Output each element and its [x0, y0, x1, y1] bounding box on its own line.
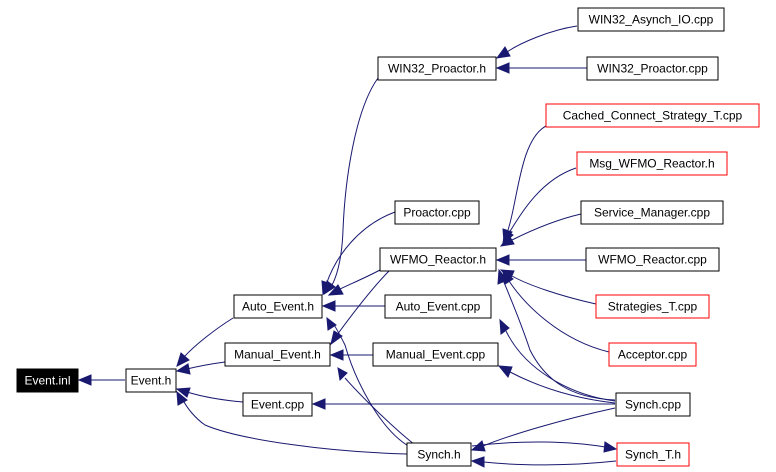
node-label: Synch_T.h	[625, 448, 681, 462]
node-strategies-t-cpp[interactable]: Strategies_T.cpp	[595, 294, 710, 319]
node-label: Event.h	[131, 374, 172, 388]
node-wfmo-reactor-cpp[interactable]: WFMO_Reactor.cpp	[585, 247, 720, 272]
node-label: Manual_Event.h	[234, 348, 321, 362]
node-cached-connect-strategy-t-cpp[interactable]: Cached_Connect_Strategy_T.cpp	[545, 103, 760, 128]
edge-win32-asynch-io-cpp-to-win32-proactor-h	[495, 25, 578, 59]
edge-service-manager-cpp-to-wfmo-reactor-h	[499, 213, 582, 247]
node-acceptor-cpp[interactable]: Acceptor.cpp	[608, 342, 697, 367]
node-wfmo-reactor-h[interactable]: WFMO_Reactor.h	[379, 247, 497, 272]
edge-manual-event-cpp-to-manual-event-h	[329, 349, 373, 361]
node-label: Service_Manager.cpp	[594, 206, 710, 220]
node-label: Auto_Event.cpp	[396, 300, 481, 314]
edge-synch-cpp-to-wfmo-reactor-h	[497, 268, 616, 401]
edge-synch-cpp-to-synch-h	[470, 407, 616, 452]
node-manual-event-cpp[interactable]: Manual_Event.cpp	[372, 342, 499, 367]
node-label: Cached_Connect_Strategy_T.cpp	[563, 109, 743, 123]
node-win32-proactor-h[interactable]: WIN32_Proactor.h	[377, 56, 497, 81]
node-msg-wfmo-reactor-h[interactable]: Msg_WFMO_Reactor.h	[576, 151, 728, 176]
node-label: Auto_Event.h	[242, 300, 314, 314]
node-label: WFMO_Reactor.h	[390, 253, 486, 267]
edge-synch-h-to-synch-t-h	[471, 441, 618, 453]
node-service-manager-cpp[interactable]: Service_Manager.cpp	[580, 200, 724, 225]
node-label: Proactor.cpp	[403, 206, 471, 220]
edge-synch-t-h-to-synch-h	[470, 456, 617, 468]
node-event-h[interactable]: Event.h	[125, 368, 177, 393]
edge-synch-cpp-to-auto-event-cpp	[499, 318, 616, 402]
edge-wfmo-reactor-h-to-manual-event-h	[330, 269, 391, 346]
node-synch-h[interactable]: Synch.h	[406, 442, 472, 467]
node-label: Acceptor.cpp	[618, 348, 688, 362]
edge-win32-proactor-cpp-to-win32-proactor-h	[495, 62, 587, 74]
edge-synch-cpp-to-manual-event-cpp	[497, 365, 616, 404]
node-synch-cpp[interactable]: Synch.cpp	[615, 392, 691, 417]
edge-strategies-t-cpp-to-wfmo-reactor-h	[499, 269, 597, 305]
node-label: Manual_Event.cpp	[386, 348, 486, 362]
nodes: Event.inl Event.h Auto_Event.h Manual_Ev…	[16, 7, 760, 467]
node-label: Event.inl	[24, 374, 70, 388]
edge-acceptor-cpp-to-wfmo-reactor-h	[502, 269, 610, 353]
edge-synch-h-to-manual-event-h	[337, 367, 416, 446]
node-auto-event-cpp[interactable]: Auto_Event.cpp	[384, 294, 492, 319]
node-label: WIN32_Proactor.cpp	[597, 62, 708, 76]
node-label: Event.cpp	[251, 398, 305, 412]
node-win32-asynch-io-cpp[interactable]: WIN32_Asynch_IO.cpp	[577, 7, 725, 32]
node-label: WFMO_Reactor.cpp	[598, 253, 707, 267]
edge-event-h-to-event-inl	[77, 374, 125, 386]
node-synch-t-h[interactable]: Synch_T.h	[616, 442, 690, 467]
edge-manual-event-h-to-event-h	[175, 361, 226, 375]
edge-synch-cpp-to-event-cpp	[311, 398, 615, 410]
node-label: WIN32_Asynch_IO.cpp	[589, 13, 714, 27]
edges	[77, 25, 618, 468]
node-event-cpp[interactable]: Event.cpp	[242, 392, 313, 417]
node-label: Msg_WFMO_Reactor.h	[589, 157, 714, 171]
edge-event-cpp-to-event-h	[175, 387, 244, 403]
node-manual-event-h[interactable]: Manual_Event.h	[224, 342, 331, 367]
edge-synch-h-to-auto-event-h	[326, 316, 411, 448]
node-label: Strategies_T.cpp	[608, 300, 698, 314]
node-event-inl[interactable]: Event.inl	[16, 368, 79, 393]
edge-auto-event-cpp-to-auto-event-h	[321, 300, 385, 312]
edge-win32-proactor-h-to-auto-event-h	[323, 77, 379, 296]
node-auto-event-h[interactable]: Auto_Event.h	[233, 294, 323, 319]
node-label: Synch.cpp	[625, 398, 681, 412]
node-label: WIN32_Proactor.h	[388, 62, 486, 76]
node-win32-proactor-cpp[interactable]: WIN32_Proactor.cpp	[586, 56, 719, 81]
edge-wfmo-reactor-h-to-auto-event-h	[327, 269, 381, 296]
edge-wfmo-reactor-cpp-to-wfmo-reactor-h	[495, 254, 586, 266]
edge-synch-h-to-event-h	[176, 390, 408, 455]
edge-cached-connect-to-wfmo-reactor-h	[502, 125, 547, 244]
edge-auto-event-h-to-event-h	[176, 317, 234, 367]
node-label: Synch.h	[417, 448, 460, 462]
node-proactor-cpp[interactable]: Proactor.cpp	[394, 200, 480, 225]
